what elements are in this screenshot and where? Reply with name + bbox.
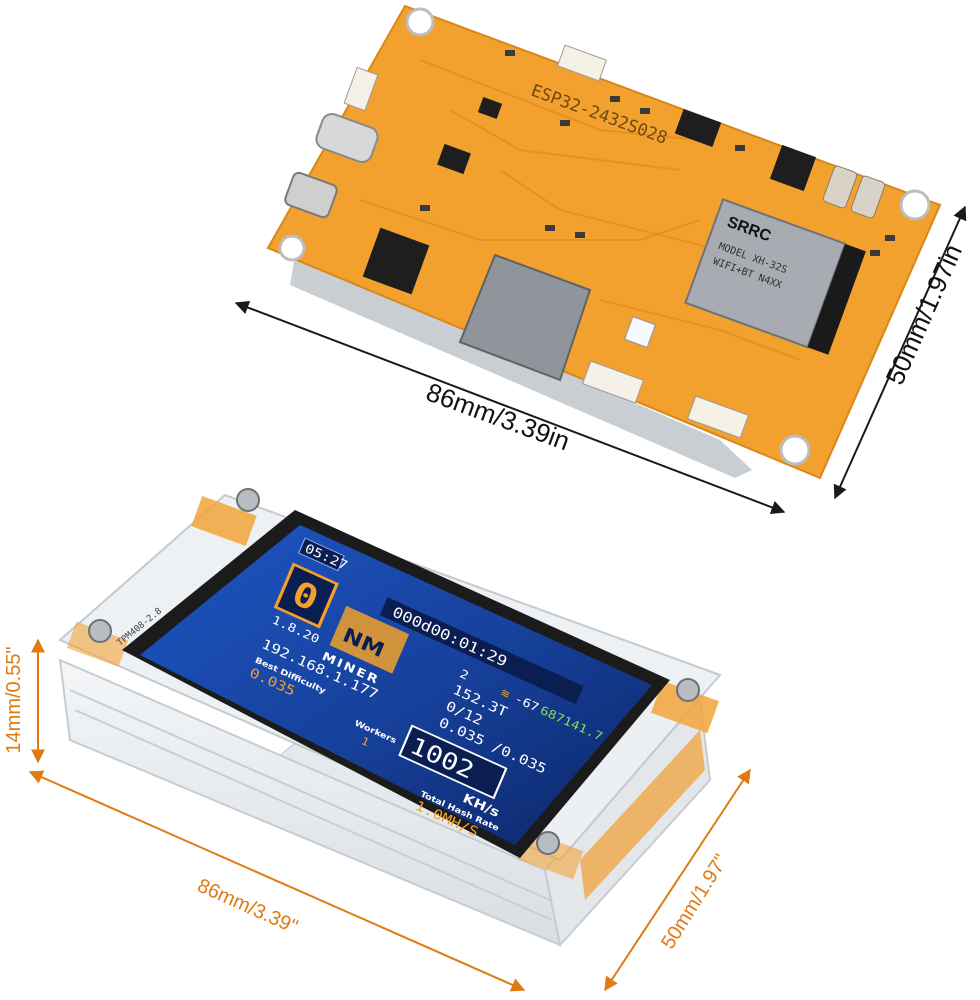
ic-chip-4 xyxy=(437,143,471,175)
jst-connector-left xyxy=(343,66,379,112)
ic-chip-3 xyxy=(769,144,817,192)
ic-chip-2 xyxy=(674,108,722,148)
board-button-1 xyxy=(822,165,858,209)
ic-chip-1 xyxy=(362,227,430,295)
case-screws xyxy=(88,488,700,855)
jst-connector-top xyxy=(556,44,608,82)
pcb-board: SRRC MODEL XH-32S WIFI+BT N4XX ESP32-243… xyxy=(266,4,942,480)
micro-usb-port xyxy=(284,171,338,219)
svg-text:50mm/1.97": 50mm/1.97" xyxy=(657,851,732,954)
ic-chip-5 xyxy=(477,97,503,119)
usb-c-port xyxy=(315,112,379,164)
thickness-dimension: 14mm/0.55" xyxy=(3,638,45,764)
svg-text:14mm/0.55": 14mm/0.55" xyxy=(3,646,25,753)
